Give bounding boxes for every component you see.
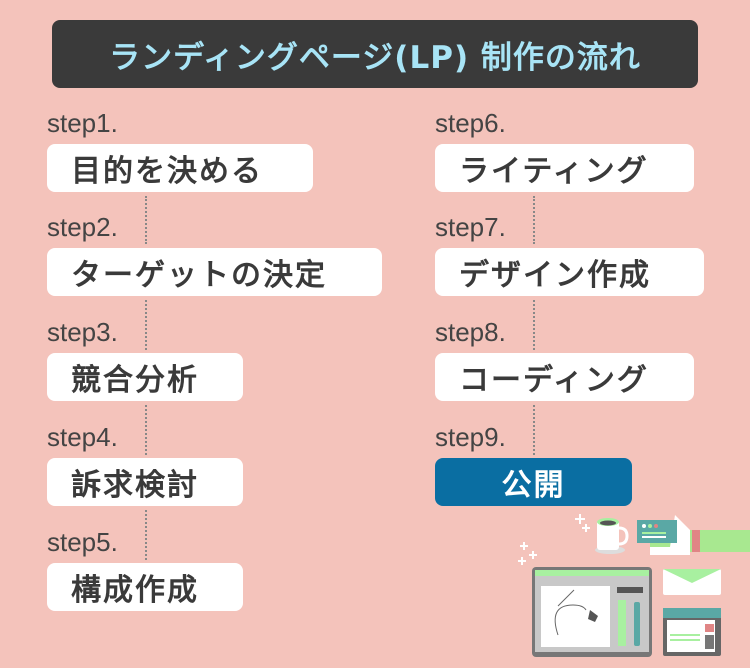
step-label: step9. xyxy=(435,422,506,452)
step-box-publish: 公開 xyxy=(435,458,632,506)
step-label: step4. xyxy=(47,422,118,452)
step-box: ターゲットの決定 xyxy=(47,248,382,296)
mail-icon xyxy=(663,569,721,595)
calendar-icon xyxy=(663,608,721,656)
page-title: ランディングページ(LP) 制作の流れ xyxy=(52,20,698,88)
step-label: step7. xyxy=(435,212,506,242)
step-box: コーディング xyxy=(435,353,694,401)
step-box: 訴求検討 xyxy=(47,458,243,506)
connector xyxy=(145,196,147,244)
connector xyxy=(533,300,535,350)
connector xyxy=(145,510,147,560)
step-box: 目的を決める xyxy=(47,144,313,192)
step-label: step1. xyxy=(47,108,118,138)
step-label: step5. xyxy=(47,527,118,557)
connector xyxy=(533,196,535,244)
hand-card-icon xyxy=(637,515,750,555)
step-label: step8. xyxy=(435,317,506,347)
step-label: step6. xyxy=(435,108,506,138)
mug-icon xyxy=(595,518,629,554)
step-box: 競合分析 xyxy=(47,353,243,401)
monitor-icon xyxy=(532,567,652,657)
sparkle-icon xyxy=(518,514,590,565)
connector xyxy=(533,405,535,455)
connector xyxy=(145,405,147,455)
step-box: ライティング xyxy=(435,144,694,192)
connector xyxy=(145,300,147,350)
step-label: step3. xyxy=(47,317,118,347)
design-workspace-illustration xyxy=(518,514,750,657)
step-box: デザイン作成 xyxy=(435,248,704,296)
step-label: step2. xyxy=(47,212,118,242)
step-box: 構成作成 xyxy=(47,563,243,611)
